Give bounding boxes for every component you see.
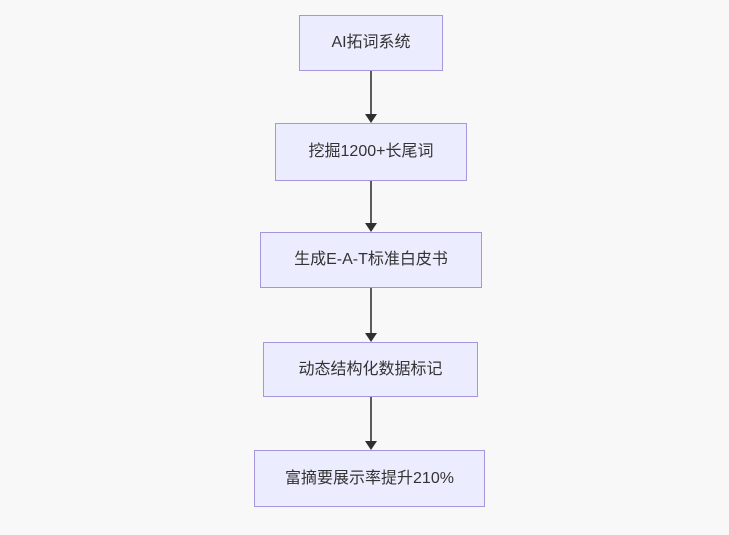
flow-node-eat-whitepaper: 生成E-A-T标准白皮书 <box>260 232 482 288</box>
arrow-line <box>370 288 372 335</box>
flow-node-label: AI拓词系统 <box>331 34 411 52</box>
arrow-line <box>370 397 372 443</box>
flow-node-label: 挖掘1200+长尾词 <box>308 143 434 161</box>
arrow-line <box>370 181 372 225</box>
arrowhead-down-icon <box>365 114 377 123</box>
flow-node-label: 富摘要展示率提升210% <box>285 469 454 487</box>
flow-node-label: 动态结构化数据标记 <box>298 360 443 378</box>
flow-arrow-3 <box>365 288 377 342</box>
arrowhead-down-icon <box>365 441 377 450</box>
arrowhead-down-icon <box>365 333 377 342</box>
flow-arrow-4 <box>365 397 377 450</box>
flow-node-label: 生成E-A-T标准白皮书 <box>294 251 448 269</box>
flow-node-structured-data-markup: 动态结构化数据标记 <box>263 342 478 397</box>
flow-node-ai-word-system: AI拓词系统 <box>299 15 443 71</box>
flow-arrow-2 <box>365 181 377 232</box>
flow-node-rich-snippet-result: 富摘要展示率提升210% <box>254 450 485 507</box>
flow-node-longtail-mining: 挖掘1200+长尾词 <box>275 123 467 181</box>
arrow-line <box>370 71 372 116</box>
flow-arrow-1 <box>365 71 377 123</box>
arrowhead-down-icon <box>365 223 377 232</box>
